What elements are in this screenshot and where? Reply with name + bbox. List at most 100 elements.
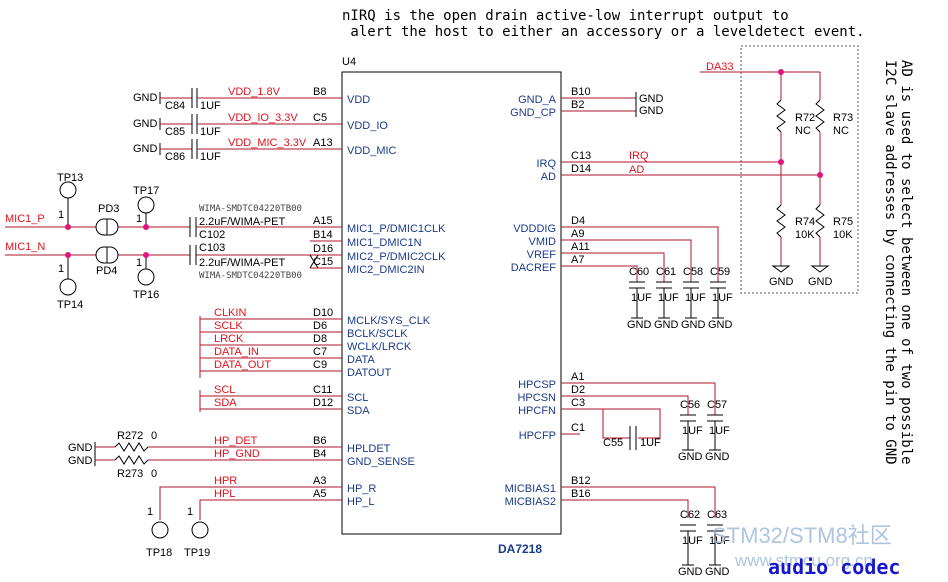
net-label-left: SDA <box>214 397 237 409</box>
supply-gnd: GND <box>133 118 158 130</box>
tp18-pin: 1 <box>147 506 153 518</box>
cap-ref: C62 <box>680 509 700 521</box>
r72-ref: R72 <box>795 112 815 124</box>
net-mic1n: MIC1_N <box>5 241 45 253</box>
gnd-r273: GND <box>68 455 93 467</box>
r74-ref: R74 <box>795 216 815 228</box>
supply-gnd: GND <box>133 143 158 155</box>
net-label-left: DATA_OUT <box>214 359 271 371</box>
pin-name-left: MIC1_DMIC1N <box>347 237 422 249</box>
pin-num-left: D16 <box>313 243 333 255</box>
net-label-left: SCL <box>214 384 235 396</box>
r273-value: 0 <box>151 468 157 480</box>
pin-name-left: VDD_MIC <box>347 145 397 157</box>
net-label-left: CLKIN <box>214 307 246 319</box>
r273-ref: R273 <box>117 468 143 480</box>
pin-num-right: A1 <box>571 371 584 383</box>
supply-gnd: GND <box>133 92 158 104</box>
note-ad-line2: I2C slave addresses by connecting the pi… <box>882 60 898 465</box>
gnd-r272: GND <box>68 442 93 454</box>
pin-name-right: DACREF <box>511 262 557 274</box>
pin-num-right: D2 <box>571 384 585 396</box>
pin-name-left: HP_L <box>347 496 375 508</box>
pin-num-right: B16 <box>571 488 591 500</box>
net-label-left: HP_GND <box>214 448 260 460</box>
net-irq: IRQ <box>629 150 649 162</box>
pin-num-left: A13 <box>313 137 333 149</box>
tp13-pin: 1 <box>58 209 64 221</box>
digital-bus-wires <box>199 316 342 412</box>
pin-name-right: VMID <box>529 236 557 248</box>
c55-value: 1UF <box>640 437 661 449</box>
pin-name-left: HPLDET <box>347 443 391 455</box>
cap-ref: C61 <box>656 266 676 278</box>
pin-name-left: HP_R <box>347 483 376 495</box>
pin-name-right: MICBIAS1 <box>505 483 556 495</box>
chip-part: DA7218 <box>498 542 542 556</box>
cap-ref: C59 <box>710 266 730 278</box>
note-ad-line1: AD is used to select between one of two … <box>898 60 914 465</box>
net-label-left: HP_DET <box>214 435 258 447</box>
pin-name-left: MCLK/SYS_CLK <box>347 315 431 327</box>
tp16-pin: 1 <box>136 257 142 269</box>
mic-input: MIC1_P MIC1_N PD3 PD4 WIMA-SMDTC04220TB0… <box>5 172 342 311</box>
net-mic1p: MIC1_P <box>5 213 45 225</box>
net-label-left: VDD_MIC_3.3V <box>228 137 307 149</box>
pin-num-right: C3 <box>571 397 585 409</box>
pin-num-right: D4 <box>571 215 585 227</box>
pin-name-right: VREF <box>527 249 557 261</box>
diode-pd3-ref: PD3 <box>98 203 119 215</box>
pin-name-right: IRQ <box>536 158 556 170</box>
tp16: TP16 <box>133 289 159 301</box>
bottom-cap-groups: C601UFGNDC611UFGNDC581UFGNDC591UFGNDC561… <box>627 266 733 578</box>
pin-num-right: B2 <box>571 99 584 111</box>
pin-num-right: A7 <box>571 254 584 266</box>
net-label-left: LRCK <box>214 333 244 345</box>
cap-gnd: GND <box>681 319 706 331</box>
pin-name-left: MIC1_P/DMIC1CLK <box>347 223 446 235</box>
pin-num-right: B12 <box>571 475 591 487</box>
gnd-cp: GND <box>639 105 664 117</box>
cap-ref: C56 <box>680 399 700 411</box>
chip-ref: U4 <box>342 56 356 68</box>
cap-ref: C63 <box>707 509 727 521</box>
pin-num-left: D6 <box>313 320 327 332</box>
pin-num-left: D10 <box>313 307 333 319</box>
net-label-left: HPL <box>214 488 235 500</box>
pin-num-left: C11 <box>313 384 332 396</box>
tp14-pin: 1 <box>58 263 64 275</box>
c103-ref: C103 <box>199 242 225 254</box>
r272-value: 0 <box>151 430 157 442</box>
gnd-a: GND <box>639 93 664 105</box>
cap-value: 1UF <box>682 425 703 437</box>
pin-num-left: A5 <box>313 488 326 500</box>
ad-gnd-1: GND <box>769 276 794 288</box>
cap-ref: C57 <box>707 399 727 411</box>
pin-name-left: VDD <box>347 94 370 106</box>
supply-cap-ref: C85 <box>165 126 185 138</box>
pin-name-left: SCL <box>347 392 368 404</box>
pin-num-right: C13 <box>571 150 591 162</box>
pin-num-left: B8 <box>313 86 326 98</box>
supply-cap-value: 1UF <box>200 100 221 112</box>
pin-num-right: A11 <box>571 241 590 253</box>
ad-select-block: DA33 GND GND R72 NC R73 NC R74 10K R75 1… <box>700 45 859 294</box>
pin-name-left: BCLK/SCLK <box>347 328 408 340</box>
hp-detect: GND GND R272 0 R273 0 <box>68 430 342 480</box>
cap-gnd: GND <box>705 451 730 463</box>
pin-name-left: VDD_IO <box>347 120 388 132</box>
cap-gnd: GND <box>705 566 730 578</box>
supply-cap-value: 1UF <box>200 126 221 138</box>
tp17-pin: 1 <box>136 213 142 225</box>
c103-part: WIMA-SMDTC04220TB00 <box>199 271 302 281</box>
net-label-left: VDD_1.8V <box>228 86 281 98</box>
r74-value: 10K <box>795 229 815 241</box>
cap-gnd: GND <box>654 319 679 331</box>
pin-name-left: DATOUT <box>347 367 391 379</box>
cap-value: 1UF <box>709 425 730 437</box>
pin-num-left: D12 <box>313 397 333 409</box>
pin-name-right: HPCSP <box>518 379 556 391</box>
supply-cap-ref: C86 <box>165 151 185 163</box>
pin-name-right: HPCSN <box>517 392 556 404</box>
